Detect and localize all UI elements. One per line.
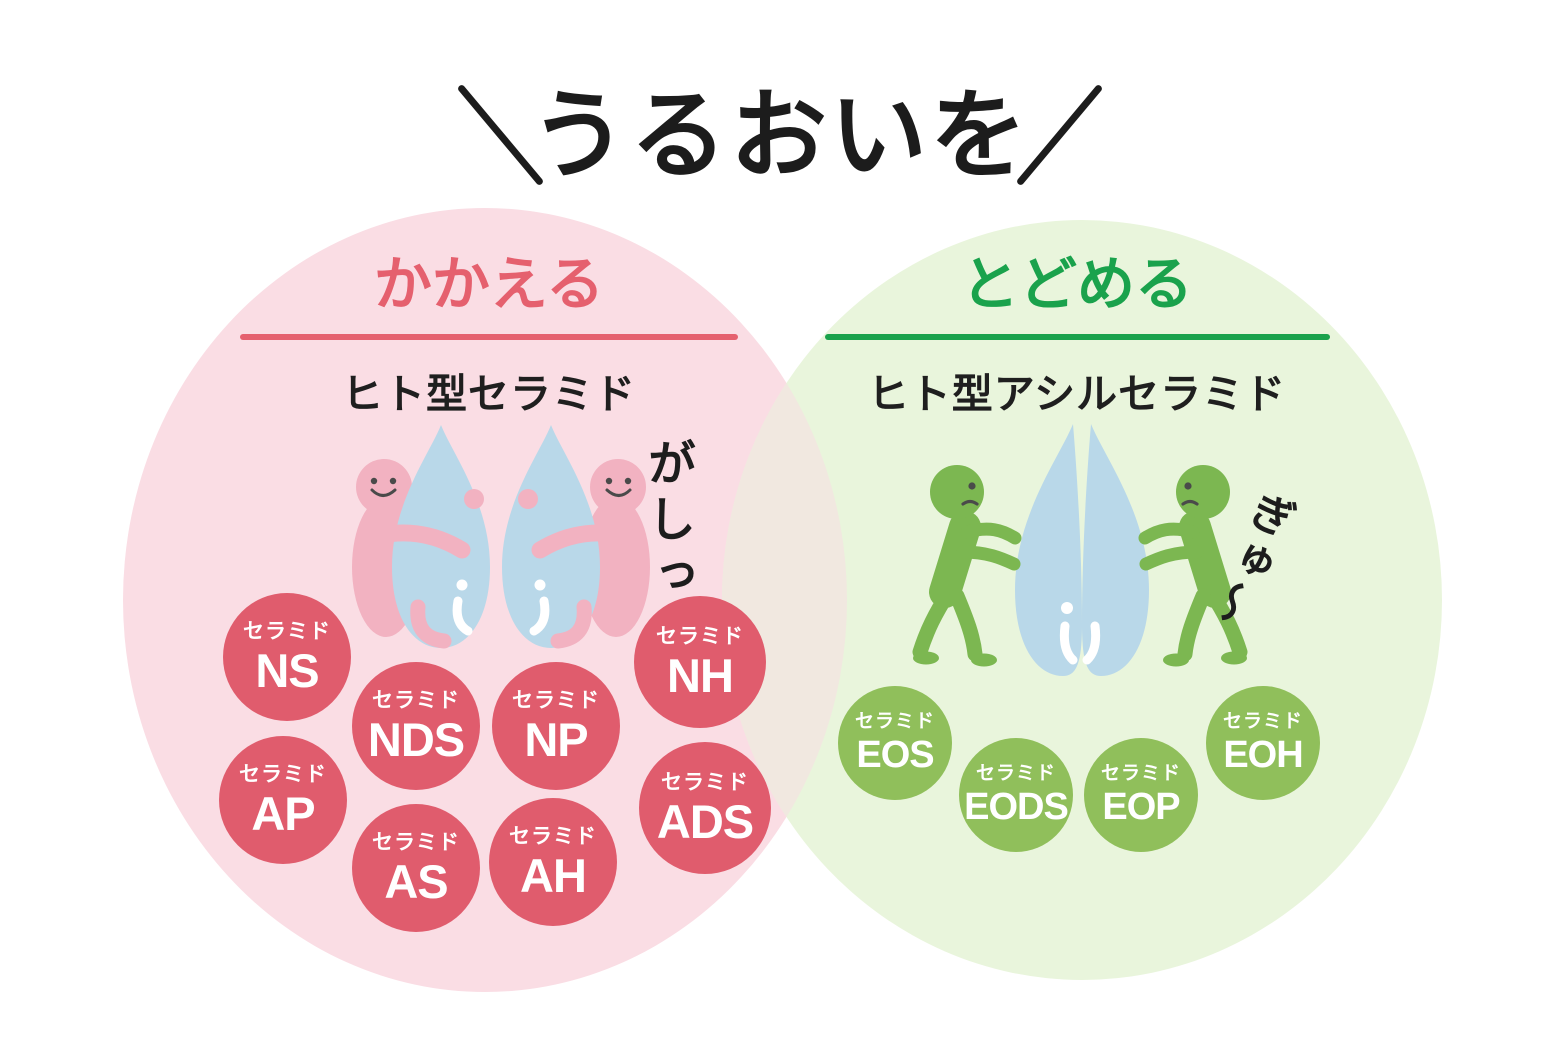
hugging-drops-illustration — [352, 425, 652, 670]
left-heading: かかえる — [373, 252, 605, 317]
squeezing-character — [912, 465, 1022, 667]
worried-face — [961, 482, 979, 506]
page-title: うるおいを — [530, 80, 1030, 190]
right-circle-header: とどめる ヒト型アシルセラミド — [817, 252, 1337, 420]
page-title-row: うるおいを — [0, 68, 1560, 202]
left-subheading: ヒト型セラミド — [342, 370, 636, 417]
sfx-gashi: がしっ — [640, 438, 693, 606]
smiling-face — [370, 477, 397, 497]
hugging-arms — [355, 489, 484, 649]
water-drops — [1015, 424, 1149, 676]
right-heading-underline — [824, 333, 1330, 340]
drop-highlights — [1059, 602, 1101, 665]
right-heading: とどめる — [960, 252, 1193, 317]
drop-highlights — [452, 579, 550, 636]
squeezing-drops-illustration — [912, 424, 1255, 697]
left-circle-header: かかえる ヒト型セラミド — [229, 252, 749, 420]
right-subheading: ヒト型アシルセラミド — [867, 370, 1287, 417]
left-heading-underline — [240, 333, 738, 340]
